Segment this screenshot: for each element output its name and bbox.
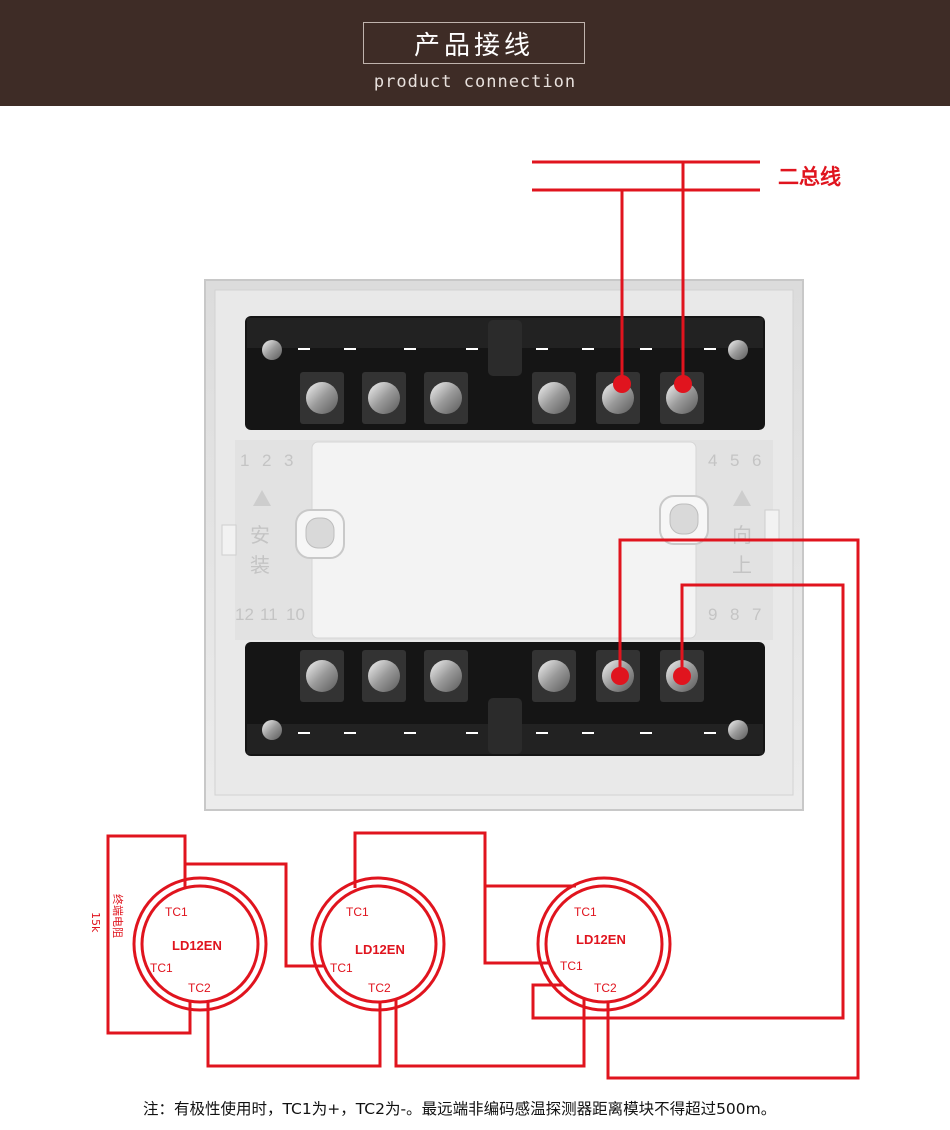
svg-text:LD12EN: LD12EN xyxy=(576,932,626,947)
mount-screw-icon xyxy=(728,720,748,740)
mount-screw-icon xyxy=(262,720,282,740)
svg-text:TC2: TC2 xyxy=(368,981,391,995)
terminal-number: 3 xyxy=(284,451,293,470)
bus-wires xyxy=(532,160,760,384)
terminal-screw-icon xyxy=(538,382,570,414)
terminal-screw-icon xyxy=(430,382,462,414)
install-mark: 装 xyxy=(250,554,270,577)
terminal-screw-icon xyxy=(368,660,400,692)
connection-dot xyxy=(611,667,629,685)
terminal-number: 5 xyxy=(730,451,739,470)
mount-screw-icon xyxy=(262,340,282,360)
top-terminal-block xyxy=(245,316,765,430)
header-title: 产品接线 xyxy=(363,22,585,64)
terminal-number: 6 xyxy=(752,451,761,470)
mount-screw-icon xyxy=(728,340,748,360)
install-mark: 安 xyxy=(250,524,270,547)
terminal-number: 8 xyxy=(730,605,739,624)
resistor-value: 15k xyxy=(89,912,102,933)
svg-text:TC2: TC2 xyxy=(594,981,617,995)
resistor-label: 终端电阻 xyxy=(111,894,125,938)
svg-text:TC1: TC1 xyxy=(560,959,583,973)
connection-dot xyxy=(613,375,631,393)
wiring-note: 注：有极性使用时，TC1为+，TC2为-。最远端非编码感温探测器距离模块不得超过… xyxy=(143,1100,777,1118)
triangle-icon xyxy=(733,490,751,506)
detector-2: TC1 LD12EN TC1 TC2 xyxy=(310,876,446,1012)
terminal-number: 1 xyxy=(240,451,249,470)
svg-text:TC2: TC2 xyxy=(188,981,211,995)
connection-dot xyxy=(674,375,692,393)
terminal-number: 4 xyxy=(708,451,717,470)
detector-wires xyxy=(106,538,860,1080)
bus-label: 二总线 xyxy=(778,165,841,189)
terminal-number: 7 xyxy=(752,605,761,624)
svg-text:TC1: TC1 xyxy=(346,905,369,919)
wiring-diagram: 1 2 3 4 5 6 12 11 10 9 8 7 安 装 向 上 xyxy=(89,160,860,1080)
end-resistor: 15k 终端电阻 xyxy=(89,894,125,938)
up-mark: 向 xyxy=(732,524,752,547)
terminal-screw-icon xyxy=(306,660,338,692)
up-mark: 上 xyxy=(732,554,752,577)
bottom-terminal-block xyxy=(245,642,765,756)
terminal-screw-icon xyxy=(538,660,570,692)
svg-text:TC1: TC1 xyxy=(330,961,353,975)
connection-dot xyxy=(673,667,691,685)
terminal-screw-icon xyxy=(368,382,400,414)
terminal-number: 10 xyxy=(286,605,305,624)
terminal-number: 12 xyxy=(235,605,254,624)
terminal-number: 2 xyxy=(262,451,271,470)
terminal-number: 11 xyxy=(260,605,278,624)
detector-1: TC1 LD12EN TC1 TC2 xyxy=(132,876,268,1012)
svg-text:LD12EN: LD12EN xyxy=(355,942,405,957)
svg-text:TC1: TC1 xyxy=(150,961,173,975)
svg-text:TC1: TC1 xyxy=(574,905,597,919)
terminal-screw-icon xyxy=(306,382,338,414)
terminal-screw-icon xyxy=(666,382,698,414)
svg-text:LD12EN: LD12EN xyxy=(172,938,222,953)
header-banner: 产品接线 product connection xyxy=(0,0,950,106)
triangle-icon xyxy=(253,490,271,506)
detector-3: TC1 LD12EN TC1 TC2 xyxy=(536,876,672,1012)
header-subtitle: product connection xyxy=(373,72,577,92)
svg-text:TC1: TC1 xyxy=(165,905,188,919)
terminal-number: 9 xyxy=(708,605,717,624)
terminal-screw-icon xyxy=(430,660,462,692)
